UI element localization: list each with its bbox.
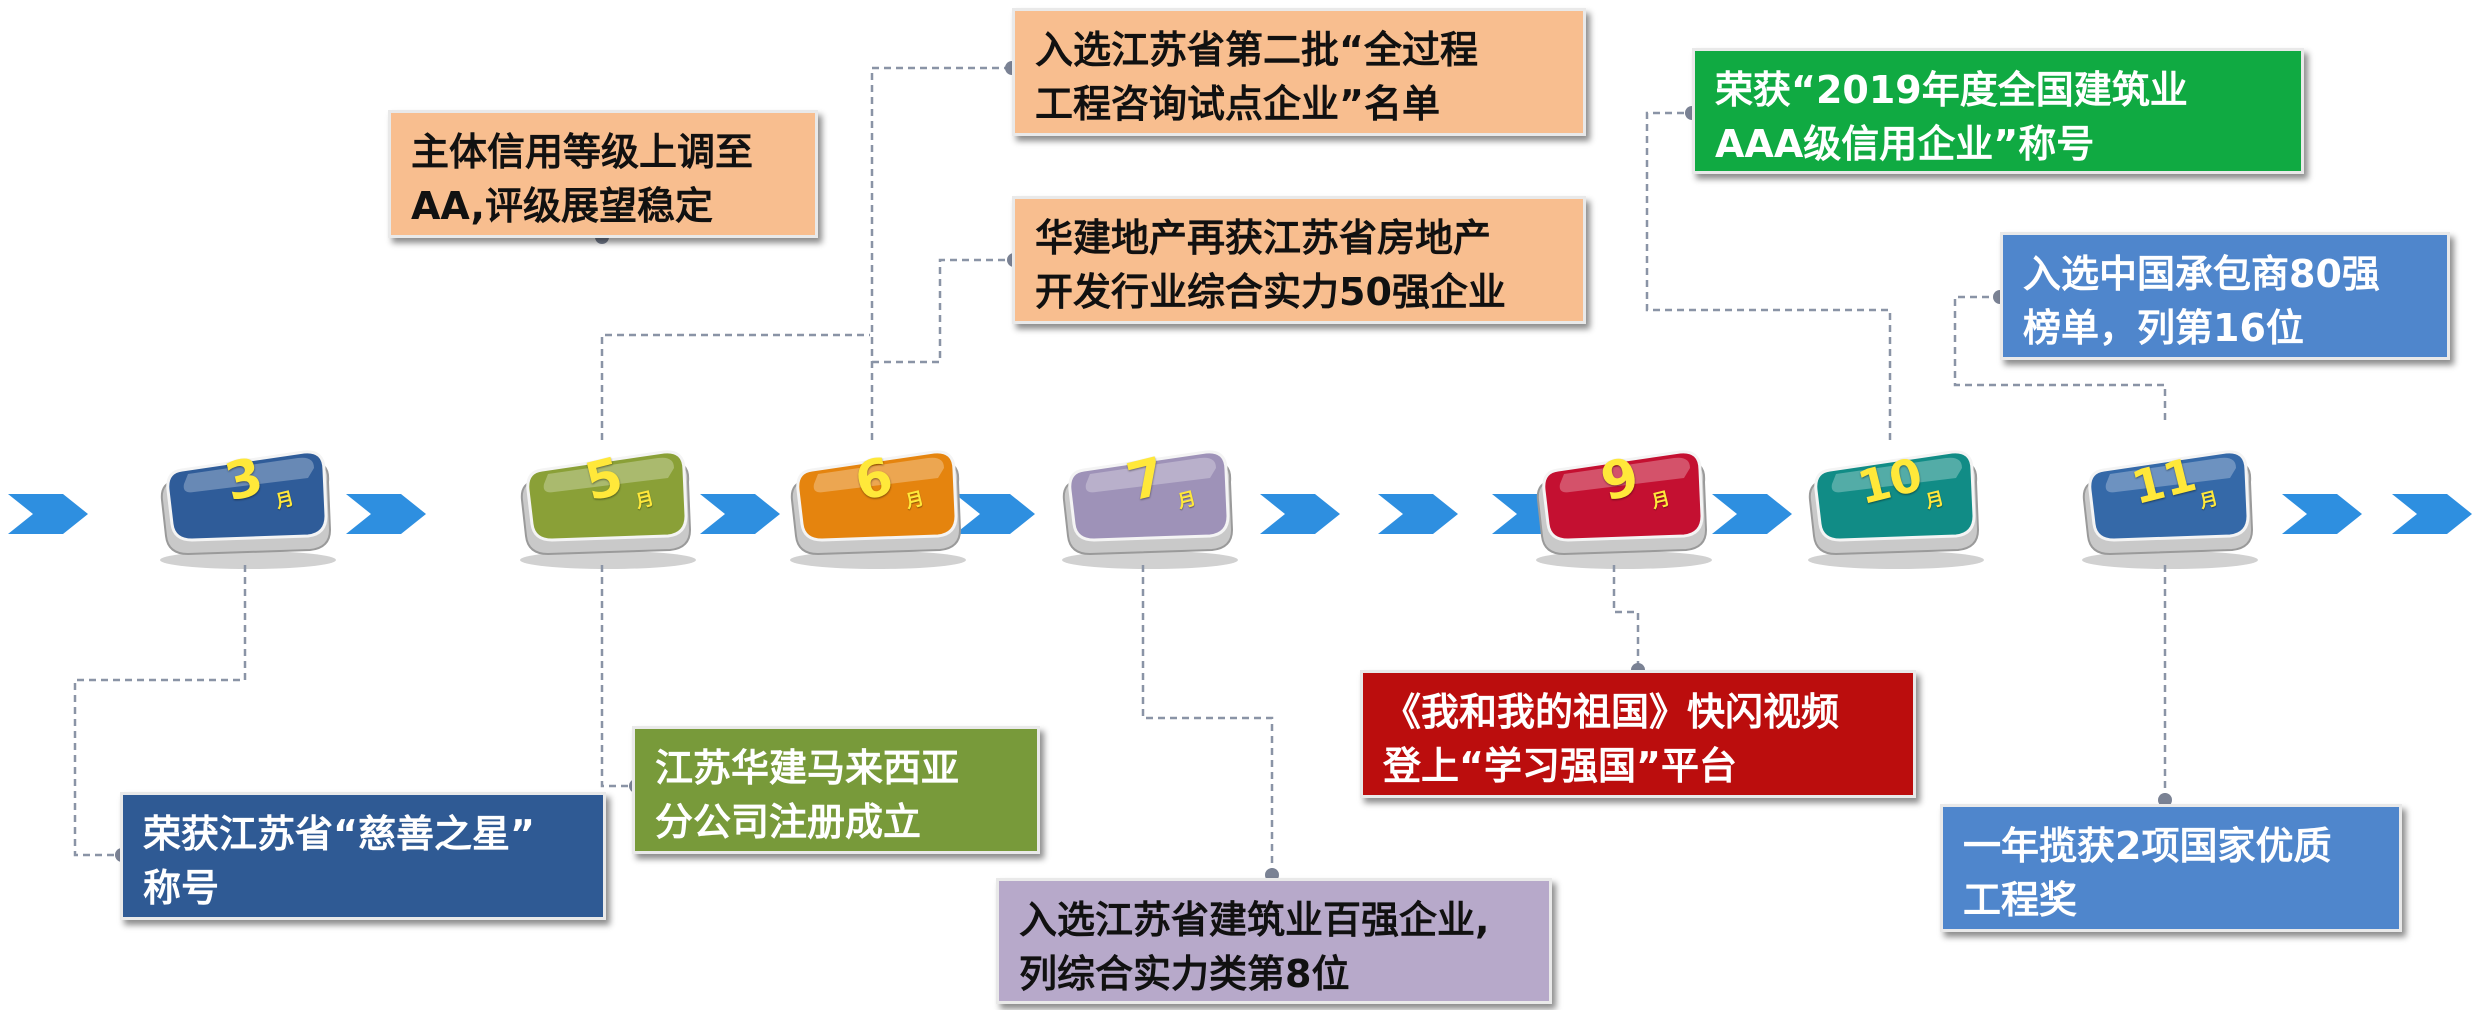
chevron-right-icon — [2282, 484, 2372, 544]
month-tile-october: 10 月 — [1796, 442, 1986, 570]
event-text-line: 称号 — [143, 866, 220, 910]
event-text-line: 开发行业综合实力50强企业 — [1035, 270, 1506, 314]
chevron-right-icon — [8, 484, 98, 544]
event-text-line: 华建地产再获江苏省房地产 — [1035, 216, 1492, 260]
chevron-right-icon — [1712, 484, 1802, 544]
event-text-line: AAA级信用企业”称号 — [1715, 122, 2095, 166]
event-september-video: 《我和我的祖国》快闪视频 登上“学习强国”平台 — [1360, 670, 1916, 798]
event-text-line: 榜单，列第16位 — [2023, 306, 2304, 350]
month-tile-september: 9 月 — [1524, 442, 1714, 570]
connector-line — [1612, 565, 1640, 670]
event-june-consulting-pilot: 入选江苏省第二批“全过程 工程咨询试点企业”名单 — [1012, 8, 1586, 136]
event-text-line: 一年揽获2项国家优质 — [1963, 824, 2332, 868]
event-text-line: 主体信用等级上调至 — [411, 130, 754, 174]
event-october-aaa-credit: 荣获“2019年度全国建筑业 AAA级信用企业”称号 — [1692, 48, 2304, 174]
event-text-line: 江苏华建马来西亚 — [655, 746, 960, 790]
event-june-real-estate-top50: 华建地产再获江苏省房地产 开发行业综合实力50强企业 — [1012, 196, 1586, 324]
chevron-right-icon — [2392, 484, 2482, 544]
chevron-right-icon — [1260, 484, 1350, 544]
event-july-construction-top100: 入选江苏省建筑业百强企业, 列综合实力类第8位 — [996, 878, 1552, 1004]
event-text-line: 登上“学习强国”平台 — [1383, 744, 1737, 788]
connector-line — [1141, 565, 1274, 875]
event-text-line: 入选江苏省建筑业百强企业, — [1019, 898, 1490, 942]
event-text-line: AA,评级展望稳定 — [411, 184, 713, 228]
month-tile-may: 5 月 — [508, 442, 698, 570]
connector-line — [600, 333, 870, 440]
month-tile-june: 6 月 — [778, 442, 968, 570]
event-text-line: 工程咨询试点企业”名单 — [1035, 82, 1440, 126]
chevron-right-icon — [700, 484, 790, 544]
connector-dot — [2158, 793, 2172, 807]
chevron-right-icon — [1378, 484, 1468, 544]
connector-line — [1645, 111, 1892, 440]
month-tile-march: 3 月 — [148, 442, 338, 570]
month-tile-july: 7 月 — [1050, 442, 1240, 570]
event-text-line: 入选中国承包商80强 — [2023, 252, 2380, 296]
event-text-line: 列综合实力类第8位 — [1019, 952, 1350, 996]
event-may-malaysia-branch: 江苏华建马来西亚 分公司注册成立 — [632, 726, 1040, 854]
connector-line — [872, 258, 1014, 364]
month-tile-november: 11 月 — [2070, 442, 2260, 570]
event-text-line: 荣获“2019年度全国建筑业 — [1715, 68, 2188, 112]
connector-line — [73, 565, 247, 857]
event-text-line: 《我和我的祖国》快闪视频 — [1383, 690, 1840, 734]
event-november-quality-award: 一年揽获2项国家优质 工程奖 — [1940, 804, 2402, 932]
chevron-right-icon — [955, 484, 1045, 544]
event-text-line: 分公司注册成立 — [655, 800, 922, 844]
event-march-charity-star: 荣获江苏省“慈善之星” 称号 — [120, 792, 606, 920]
event-may-credit-rating: 主体信用等级上调至 AA,评级展望稳定 — [388, 110, 818, 238]
event-november-contractor-80: 入选中国承包商80强 榜单，列第16位 — [2000, 232, 2450, 360]
event-text-line: 工程奖 — [1963, 878, 2078, 922]
event-text-line: 荣获江苏省“慈善之星” — [143, 812, 535, 856]
connector-line — [1953, 295, 2167, 420]
connector-line — [600, 565, 636, 788]
connector-line — [870, 66, 1012, 440]
event-text-line: 入选江苏省第二批“全过程 — [1035, 28, 1478, 72]
chevron-right-icon — [346, 484, 436, 544]
